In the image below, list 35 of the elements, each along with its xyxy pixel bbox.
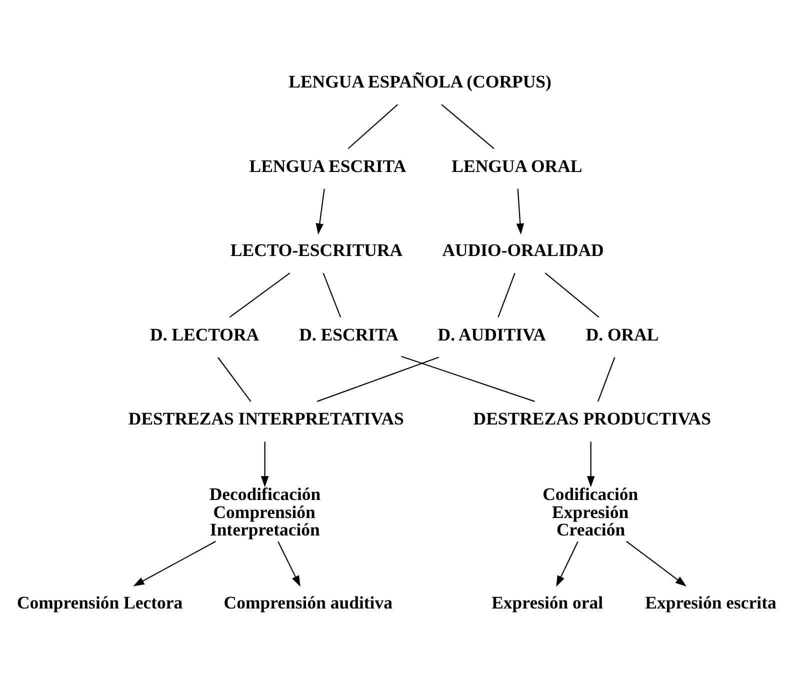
node-text: D. ESCRITA [299, 324, 398, 344]
connector [597, 357, 616, 402]
node-text: Expresión oral [492, 592, 604, 613]
node-text: Comprensión Lectora [16, 592, 183, 613]
connector [229, 272, 290, 318]
node-text: D. AUDITIVA [438, 324, 546, 344]
node-text: Decodificación Comprensión Interpretación [209, 484, 321, 540]
arrow [278, 541, 300, 587]
connector [401, 356, 535, 402]
connector [544, 272, 600, 318]
connector [498, 272, 516, 318]
connector [218, 357, 252, 402]
node-text: DESTREZAS PRODUCTIVAS [473, 408, 711, 429]
arrow [260, 442, 269, 488]
arrow [516, 188, 524, 235]
node-text: LECTO-ESCRITURA [230, 240, 403, 260]
arrow [316, 188, 325, 235]
node-text: AUDIO-ORALIDAD [442, 240, 604, 260]
node-text: D. ORAL [586, 324, 659, 344]
connector [348, 104, 398, 150]
arrow [556, 541, 578, 587]
node-text: LENGUA ESCRITA [249, 156, 406, 176]
arrow [626, 540, 687, 586]
connector [322, 272, 342, 318]
node-text: LENGUA ESPAÑOLA (CORPUS) [288, 72, 552, 92]
node-text: Comprensión auditiva [224, 592, 392, 613]
arrow [586, 442, 595, 488]
connector [441, 104, 494, 150]
node-text: LENGUA ORAL [452, 156, 582, 176]
arrow [133, 540, 216, 586]
node-text: Codificación Expresión Creación [542, 484, 638, 540]
node-text: DESTREZAS INTERPRETATIVAS [128, 408, 404, 429]
node-text: Expresión escrita [645, 592, 776, 613]
connector [316, 356, 440, 402]
node-text: D. LECTORA [150, 324, 260, 344]
